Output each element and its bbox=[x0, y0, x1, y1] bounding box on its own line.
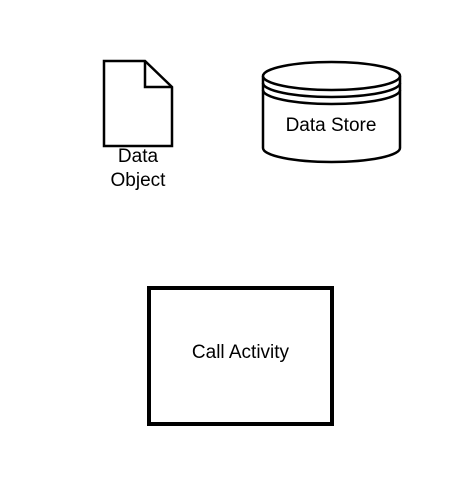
data-store-ring-2 bbox=[261, 89, 402, 106]
data-object-label-line1: Data bbox=[117, 146, 159, 167]
data-store-shape[interactable] bbox=[261, 60, 402, 164]
data-object-label-line2: Object bbox=[110, 170, 166, 191]
call-activity-label: Call Activity bbox=[191, 342, 290, 363]
data-store-body bbox=[261, 76, 402, 164]
data-store-label: Data Store bbox=[285, 115, 377, 136]
data-object-outline bbox=[102, 59, 174, 148]
data-object-label: Data Object bbox=[88, 145, 188, 193]
call-activity-shape[interactable] bbox=[147, 286, 334, 426]
data-object-shape[interactable] bbox=[102, 59, 174, 148]
data-object-fold bbox=[143, 61, 172, 89]
data-store-ring-1 bbox=[261, 82, 402, 99]
data-store-top bbox=[261, 60, 402, 92]
